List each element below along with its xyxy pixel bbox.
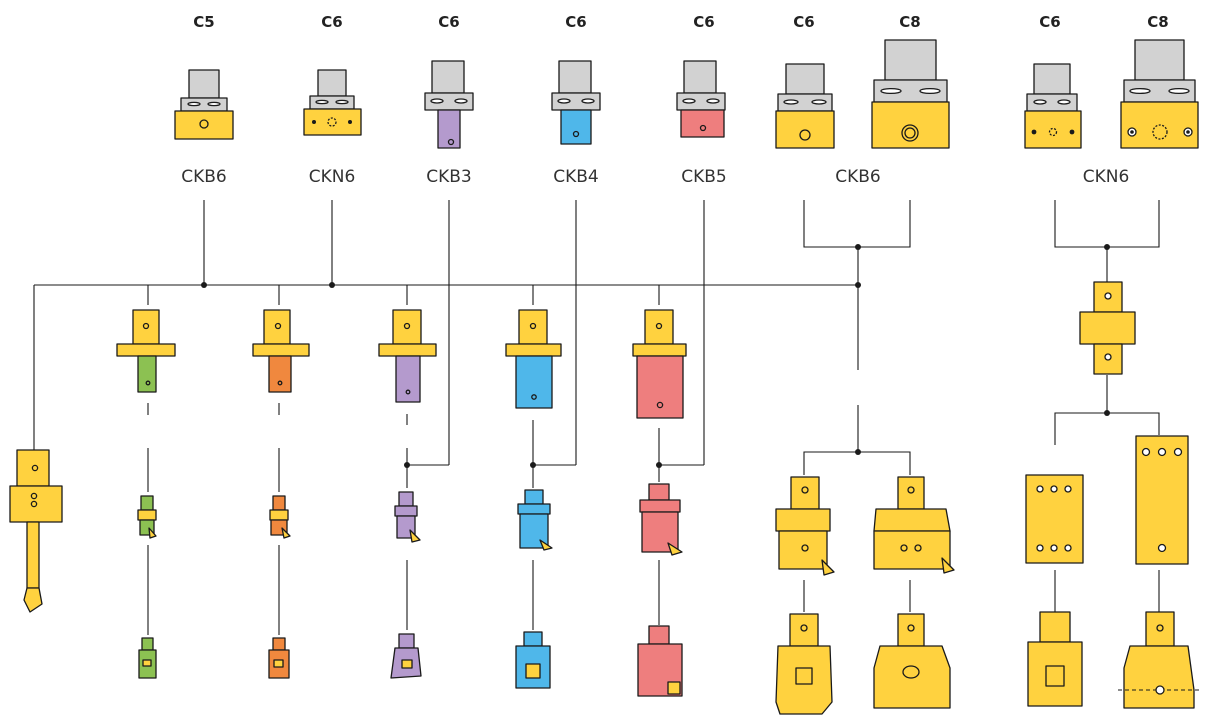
cutting-head-icon bbox=[1027, 611, 1083, 707]
reduction-adapter-icon bbox=[632, 309, 687, 419]
boring-head-icon bbox=[137, 495, 157, 539]
cutting-head-icon bbox=[515, 631, 551, 689]
type-label: CKB3 bbox=[426, 167, 472, 187]
extension-icon bbox=[1135, 435, 1189, 565]
reduction-adapter-icon bbox=[252, 309, 310, 393]
coupling-adapter-icon bbox=[1079, 281, 1136, 375]
group-label: CKB6 bbox=[835, 167, 881, 187]
reduction-adapter-icon bbox=[378, 309, 437, 403]
ckb4-c6-holder-icon bbox=[551, 60, 601, 145]
ckb5-c6-holder-icon bbox=[676, 60, 726, 138]
cutting-head-icon bbox=[775, 613, 833, 715]
size-label: C6 bbox=[565, 13, 586, 31]
size-label: C8 bbox=[899, 13, 920, 31]
ckb3-c6-holder-icon bbox=[424, 60, 474, 149]
type-labels: CKB6 CKN6 CKB3 CKB4 CKB5 CKB6 CKN6 bbox=[181, 167, 1129, 187]
ckn6-c8-holder-icon bbox=[1120, 39, 1199, 149]
boring-head-icon bbox=[394, 491, 421, 543]
boring-head-icon bbox=[639, 483, 683, 556]
holder-icons bbox=[174, 39, 1199, 149]
middle-adapters bbox=[116, 281, 1136, 419]
size-label: C6 bbox=[793, 13, 814, 31]
type-label: CKB5 bbox=[681, 167, 727, 187]
size-labels: C5 C6 C6 C6 C6 C6 C8 C6 C8 bbox=[193, 13, 1168, 31]
size-label: C8 bbox=[1147, 13, 1168, 31]
cutting-head-icon bbox=[268, 637, 290, 679]
size-label: C6 bbox=[693, 13, 714, 31]
ckn6-c6-holder-icon bbox=[303, 69, 362, 136]
reduction-adapter-icon bbox=[505, 309, 562, 409]
size-label: C6 bbox=[1039, 13, 1060, 31]
size-label: C6 bbox=[321, 13, 342, 31]
connector-lines bbox=[33, 200, 1160, 635]
cutting-head-icon bbox=[1118, 611, 1200, 709]
extension-icon bbox=[1025, 474, 1084, 564]
boring-head-icon bbox=[269, 495, 291, 539]
reduction-adapter-icon bbox=[116, 309, 176, 393]
cutting-head-icon bbox=[873, 613, 951, 709]
type-label: CKB6 bbox=[181, 167, 227, 187]
bottom-tier-tools bbox=[138, 611, 1200, 715]
type-label: CKB4 bbox=[553, 167, 599, 187]
boring-head-icon bbox=[517, 489, 553, 551]
boring-head-icon bbox=[873, 476, 955, 574]
boring-head-icon bbox=[775, 476, 835, 576]
cutting-head-icon bbox=[390, 633, 422, 679]
size-label: C5 bbox=[193, 13, 214, 31]
type-label: CKN6 bbox=[309, 167, 356, 187]
ckb6-c6-holder-icon bbox=[775, 63, 835, 149]
junction-dots bbox=[201, 244, 1110, 468]
ckn6-c6-holder-icon bbox=[1024, 63, 1082, 149]
second-tier-tools bbox=[137, 435, 1189, 576]
ckb6-c8-holder-icon bbox=[871, 39, 950, 149]
cutting-head-icon bbox=[637, 625, 683, 697]
group-label: CKN6 bbox=[1083, 167, 1130, 187]
cutting-head-icon bbox=[138, 637, 157, 679]
ckb6-c5-holder-icon bbox=[174, 69, 234, 140]
size-label: C6 bbox=[438, 13, 459, 31]
boring-bar-icon bbox=[9, 449, 63, 613]
